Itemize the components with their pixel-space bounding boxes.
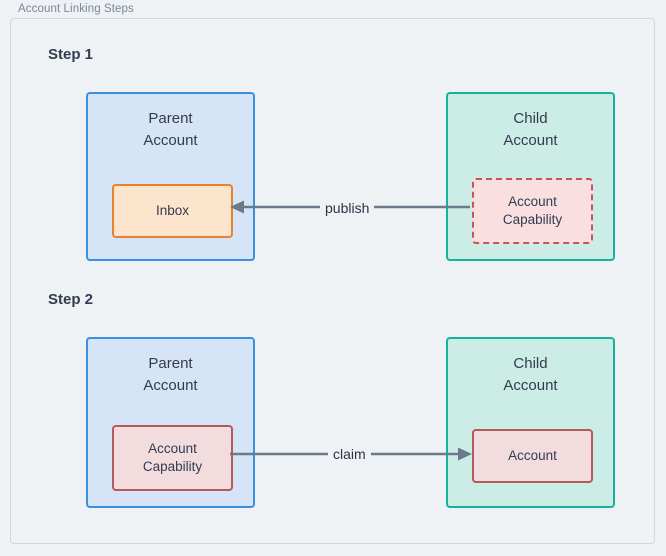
step-2-claim-label: claim	[328, 446, 371, 462]
step-2-capability-label: Account Capability	[143, 440, 202, 476]
child-title-line-2: Account	[503, 376, 558, 394]
parent-title-line-2: Account	[143, 131, 198, 149]
diagram-title: Account Linking Steps	[18, 3, 134, 15]
parent-title-line-2: Account	[143, 376, 198, 394]
step-2-parent-account-box[interactable]: Parent Account Account Capability	[86, 337, 255, 508]
step-1-child-account-box[interactable]: Child Account Account Capability	[446, 92, 615, 261]
parent-title-line-1: Parent	[148, 355, 193, 372]
child-title-line-1: Child	[513, 355, 548, 372]
step-1-capability-label: Account Capability	[503, 193, 562, 229]
step-2-label: Step 2	[48, 291, 94, 308]
step-1-parent-account-title: Parent Account	[88, 108, 253, 152]
child-title-line-1: Child	[513, 110, 548, 127]
step-2-account-label: Account	[508, 447, 557, 463]
capability-label-line-1: Account	[508, 193, 557, 209]
capability-label-line-2: Capability	[502, 212, 563, 227]
step-1-parent-account-box[interactable]: Parent Account Inbox	[86, 92, 255, 261]
step-1-account-capability-box[interactable]: Account Capability	[472, 178, 593, 244]
step-1-publish-label: publish	[320, 200, 375, 216]
step-2-account-box[interactable]: Account	[472, 429, 593, 483]
step-2-child-account-title: Child Account	[448, 353, 613, 397]
capability-label-line-2: Capability	[142, 459, 203, 474]
publish-arrowhead	[230, 200, 244, 214]
step-2-account-capability-box[interactable]: Account Capability	[112, 425, 233, 491]
capability-label-line-1: Account	[148, 440, 197, 456]
step-1-inbox-label: Inbox	[155, 202, 190, 218]
claim-arrowhead	[458, 447, 472, 461]
step-1-child-account-title: Child Account	[448, 108, 613, 152]
step-1-inbox-box[interactable]: Inbox	[112, 184, 233, 238]
step-2-parent-account-title: Parent Account	[88, 353, 253, 397]
child-title-line-2: Account	[503, 131, 558, 149]
parent-title-line-1: Parent	[148, 110, 193, 127]
step-2-child-account-box[interactable]: Child Account Account	[446, 337, 615, 508]
step-1-label: Step 1	[48, 46, 94, 63]
